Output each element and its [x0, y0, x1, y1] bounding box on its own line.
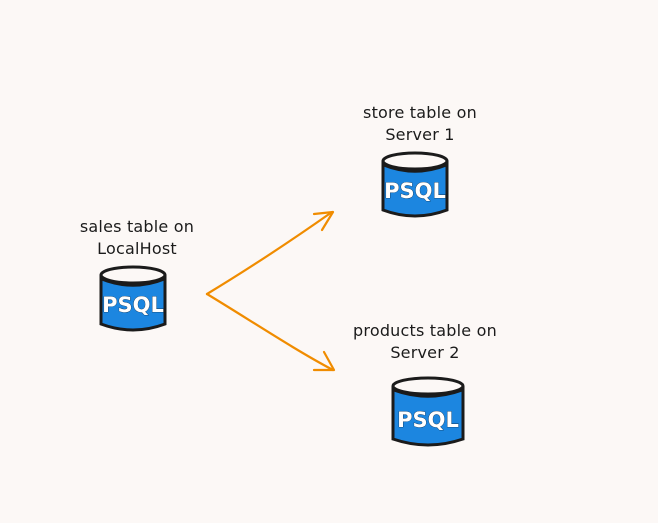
arrow-head-2-icon — [312, 350, 336, 372]
arrow-line-2 — [205, 292, 335, 372]
source-db-cylinder-icon: PSQL — [99, 265, 167, 332]
target2-db-label: PSQL — [397, 408, 459, 432]
target2-label-line2: Server 2 — [390, 343, 460, 362]
source-label-line2: LocalHost — [97, 239, 177, 258]
arrow-line-1 — [205, 210, 334, 296]
target1-label: store table on Server 1 — [345, 102, 495, 146]
target1-db-label: PSQL — [384, 179, 446, 203]
target1-db-cylinder-icon: PSQL — [381, 151, 449, 218]
target1-label-line1: store table on — [363, 103, 477, 122]
source-label-line1: sales table on — [79, 217, 195, 236]
arrow-to-server-2 — [205, 292, 336, 372]
source-db-label: PSQL — [102, 293, 164, 317]
source-label: sales table on LocalHost — [62, 216, 212, 260]
arrow-head-1-icon — [312, 210, 335, 232]
target2-label: products table on Server 2 — [330, 320, 520, 364]
arrow-to-server-1 — [205, 210, 335, 296]
target1-label-line2: Server 1 — [385, 125, 455, 144]
target2-db-cylinder-icon: PSQL — [391, 376, 465, 447]
target2-label-line1: products table on — [353, 321, 497, 340]
